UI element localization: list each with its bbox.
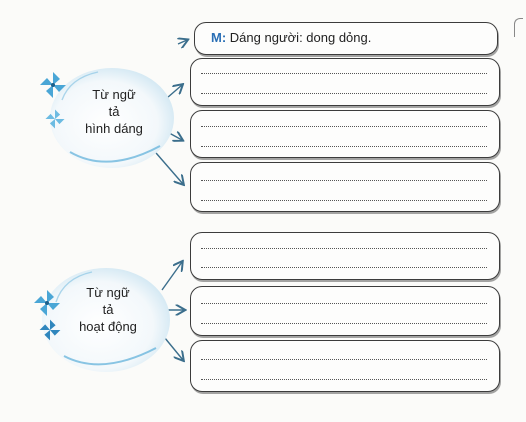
- category-hinh-dang: Từ ngữ tả hình dáng: [40, 66, 176, 170]
- pinwheel-icon: [34, 290, 60, 316]
- answer-line: [201, 323, 487, 324]
- answer-line: [201, 126, 487, 127]
- answer-line: [201, 303, 487, 304]
- category-label: Từ ngữ tả hình dáng: [85, 87, 143, 136]
- example-content: Dáng người: dong dỏng.: [229, 30, 372, 45]
- answer-line: [201, 379, 487, 380]
- answer-line: [201, 267, 487, 268]
- example-box: M: Dáng người: dong dỏng.: [194, 22, 498, 55]
- answer-line: [201, 180, 487, 181]
- answer-box[interactable]: [190, 58, 500, 106]
- answer-box[interactable]: [190, 232, 500, 280]
- answer-box[interactable]: [190, 340, 500, 392]
- glow-background: [42, 268, 170, 372]
- glow-background: [50, 68, 174, 168]
- answer-line: [201, 93, 487, 94]
- answer-line: [201, 248, 487, 249]
- example-prefix: M:: [211, 30, 227, 45]
- answer-line: [201, 359, 487, 360]
- answer-line: [201, 200, 487, 201]
- answer-box[interactable]: [190, 162, 500, 212]
- arrow-1-1: [178, 40, 187, 44]
- pinwheel-icon: [45, 109, 65, 129]
- answer-line: [201, 73, 487, 74]
- pinwheel-icon: [40, 72, 66, 98]
- answer-box[interactable]: [190, 110, 500, 158]
- category-hoat-dong: Từ ngữ tả hoạt động: [34, 266, 172, 374]
- answer-box[interactable]: [190, 286, 500, 336]
- example-text: M: Dáng người: dong dỏng.: [211, 30, 371, 45]
- category-label: Từ ngữ tả hoạt động: [79, 285, 137, 334]
- answer-line: [201, 146, 487, 147]
- page-edge-mark: [514, 18, 523, 37]
- pinwheel-icon: [39, 319, 61, 341]
